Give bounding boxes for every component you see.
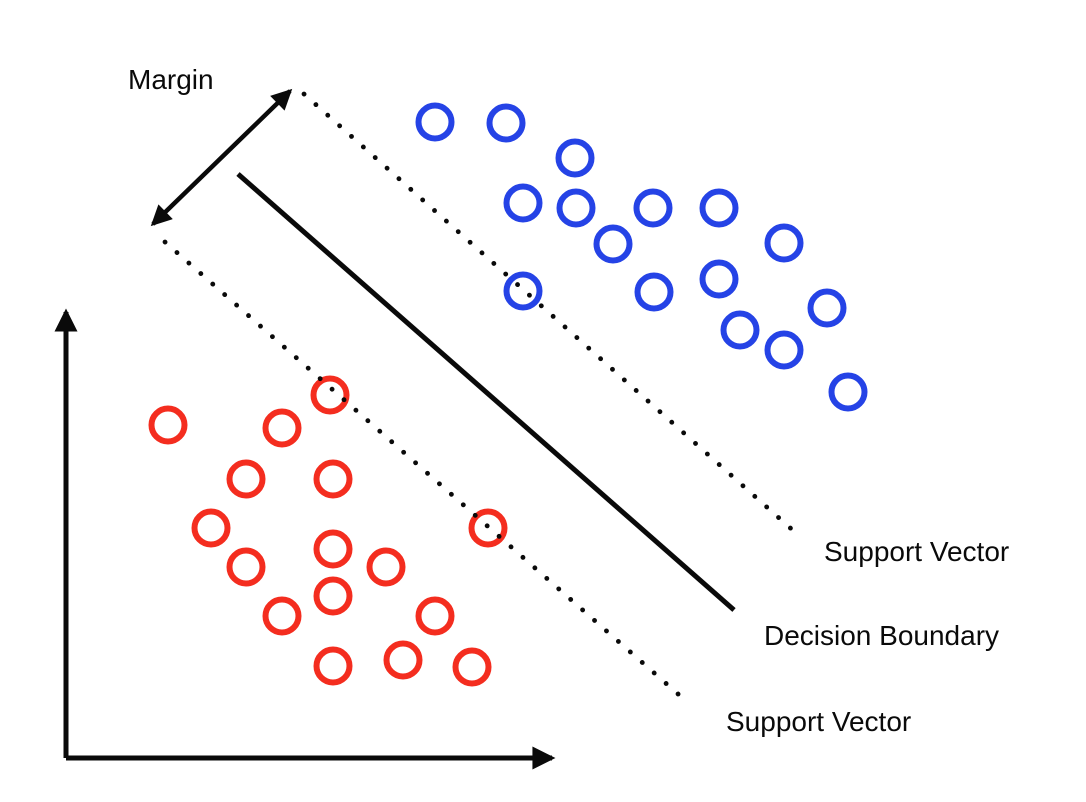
data-point-blue-class: [699, 188, 739, 228]
data-point-blue-class: [503, 271, 543, 311]
data-point-red-class: [148, 405, 188, 445]
data-point-blue-class: [633, 188, 673, 228]
decision-boundary-label: Decision Boundary: [764, 620, 999, 651]
data-point-red-class: [226, 459, 266, 499]
data-point-red-class: [313, 459, 353, 499]
margin-label: Margin: [128, 64, 214, 95]
data-point-blue-class: [828, 372, 868, 412]
data-points-layer: [148, 102, 868, 687]
data-point-red-class: [191, 508, 231, 548]
margin-double-arrow: [150, 88, 293, 227]
data-point-red-class: [383, 640, 423, 680]
data-point-red-class: [262, 596, 302, 636]
support-vector-label-upper: Support Vector: [824, 536, 1009, 567]
data-point-red-class: [415, 596, 455, 636]
data-point-red-class: [452, 647, 492, 687]
data-point-blue-class: [764, 223, 804, 263]
data-point-red-class: [313, 529, 353, 569]
decision-boundary-line: [236, 172, 736, 612]
labels-layer: Margin Support Vector Decision Boundary …: [128, 64, 1009, 737]
lines-layer: [54, 88, 800, 770]
data-point-blue-class: [764, 330, 804, 370]
support-vector-line-upper: [301, 91, 800, 537]
data-point-red-class: [226, 547, 266, 587]
data-point-blue-class: [555, 138, 595, 178]
data-point-red-class: [262, 408, 302, 448]
data-point-red-class: [313, 646, 353, 686]
data-point-blue-class: [634, 272, 674, 312]
data-point-blue-class: [593, 224, 633, 264]
data-point-red-class: [366, 547, 406, 587]
support-vector-label-lower: Support Vector: [726, 706, 911, 737]
data-point-blue-class: [415, 102, 455, 142]
data-point-blue-class: [556, 188, 596, 228]
data-point-blue-class: [486, 103, 526, 143]
data-point-red-class: [313, 576, 353, 616]
data-point-blue-class: [503, 183, 543, 223]
data-point-blue-class: [807, 288, 847, 328]
data-point-red-class: [310, 375, 350, 415]
data-point-blue-class: [699, 259, 739, 299]
data-point-blue-class: [720, 310, 760, 350]
data-point-red-class: [468, 508, 508, 548]
